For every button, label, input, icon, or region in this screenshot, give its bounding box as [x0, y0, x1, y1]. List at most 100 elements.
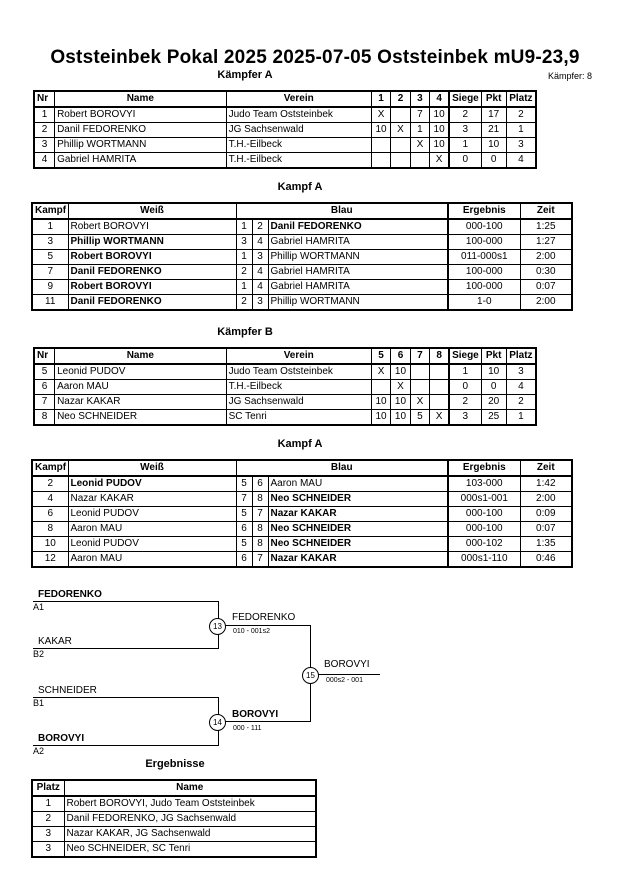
- cell-weiss: Leonid PUDOV: [67, 506, 237, 522]
- bracket-line: [33, 648, 218, 649]
- sf1-bot-seed: B2: [33, 649, 45, 659]
- cell-ergebnis: 000-100: [447, 218, 521, 235]
- cell-pkt: 0: [480, 379, 507, 395]
- col-weiss: Weiß: [67, 202, 237, 220]
- cell-kampf: 10: [31, 536, 69, 552]
- cell-result: 10: [390, 409, 411, 426]
- cell-nr: 1: [33, 106, 56, 123]
- col-verein: Verein: [225, 347, 372, 365]
- cell-name: Robert BOROVYI: [54, 106, 227, 123]
- cell-ergebnis: 000s1-110: [447, 551, 521, 568]
- cell-blau: Phillip WORTMANN: [267, 249, 449, 265]
- cell-blau-nr: 8: [251, 536, 269, 552]
- col-platz: Platz: [505, 90, 537, 108]
- cell-nr: 5: [33, 363, 56, 380]
- cell-ergebnis: 100-000: [447, 234, 521, 250]
- fights-b-title: Kampf A: [277, 438, 323, 450]
- cell-blau-nr: 4: [251, 279, 269, 295]
- cell-zeit: 0:07: [519, 279, 573, 295]
- cell-result: X: [370, 106, 392, 123]
- col-pkt: Pkt: [480, 90, 507, 108]
- cell-blau-nr: 8: [251, 521, 269, 537]
- cell-name: Aaron MAU: [54, 379, 227, 395]
- cell-platz: 3: [505, 137, 537, 153]
- col-verein: Verein: [225, 90, 372, 108]
- cell-weiss-nr: 5: [235, 536, 253, 552]
- cell-platz: 3: [31, 826, 65, 842]
- cell-name: Nazar KAKAR, JG Sachsenwald: [63, 826, 317, 842]
- cell-result: X: [409, 137, 431, 153]
- cell-siege: 3: [448, 409, 482, 426]
- bracket-line: [218, 721, 310, 722]
- cell-name: Leonid PUDOV: [54, 363, 227, 380]
- sf2-winner: BOROVYI: [232, 709, 279, 720]
- col-name: Name: [54, 90, 227, 108]
- cell-weiss: Danil FEDORENKO: [67, 264, 237, 280]
- cell-kampf: 8: [31, 521, 69, 537]
- cell-blau: Neo SCHNEIDER: [267, 491, 449, 507]
- col-blau: Blau: [235, 202, 449, 220]
- final-fight-number: 15: [302, 667, 319, 684]
- cell-pkt: 20: [480, 394, 507, 410]
- cell-result: [409, 152, 431, 169]
- cell-result: 10: [370, 409, 392, 426]
- cell-nr: 2: [33, 122, 56, 138]
- sf2-top-seed: B1: [33, 698, 45, 708]
- cell-result: X: [390, 379, 411, 395]
- cell-weiss-nr: 6: [235, 521, 253, 537]
- cell-verein: JG Sachsenwald: [225, 394, 372, 410]
- cell-weiss: Robert BOROVYI: [67, 279, 237, 295]
- cell-platz: 1: [505, 409, 537, 426]
- cell-blau-nr: 6: [251, 475, 269, 492]
- bracket-line: [218, 625, 310, 626]
- cell-weiss-nr: 2: [235, 294, 253, 311]
- cell-siege: 0: [448, 379, 482, 395]
- cell-result: X: [409, 394, 431, 410]
- sf2-score: 000 - 111: [233, 725, 262, 732]
- cell-kampf: 5: [31, 249, 69, 265]
- col-name: Name: [63, 779, 317, 797]
- cell-ergebnis: 100-000: [447, 279, 521, 295]
- cell-name: Gabriel HAMRITA: [54, 152, 227, 169]
- cell-zeit: 0:09: [519, 506, 573, 522]
- cell-zeit: 0:07: [519, 521, 573, 537]
- cell-platz: 2: [505, 106, 537, 123]
- col-r1: 1: [370, 90, 392, 108]
- col-siege: Siege: [448, 90, 482, 108]
- cell-weiss-nr: 1: [235, 249, 253, 265]
- col-name: Name: [54, 347, 227, 365]
- col-nr: Nr: [33, 90, 56, 108]
- cell-weiss: Leonid PUDOV: [67, 536, 237, 552]
- cell-zeit: 0:46: [519, 551, 573, 568]
- cell-name: Nazar KAKAR: [54, 394, 227, 410]
- cell-result: [429, 379, 450, 395]
- col-r8: 8: [429, 347, 450, 365]
- cell-weiss-nr: 6: [235, 551, 253, 568]
- col-r7: 7: [409, 347, 431, 365]
- sf1-score: 010 - 001s2: [233, 628, 270, 635]
- cell-platz: 4: [505, 379, 537, 395]
- col-r3: 3: [409, 90, 431, 108]
- cell-verein: T.H.-Eilbeck: [225, 152, 372, 169]
- cell-weiss: Robert BOROVYI: [67, 218, 237, 235]
- cell-ergebnis: 011-000s1: [447, 249, 521, 265]
- cell-weiss: Aaron MAU: [67, 521, 237, 537]
- cell-verein: T.H.-Eilbeck: [225, 379, 372, 395]
- cell-result: X: [429, 152, 450, 169]
- cell-zeit: 2:00: [519, 294, 573, 311]
- cell-blau: Aaron MAU: [267, 475, 449, 492]
- cell-kampf: 6: [31, 506, 69, 522]
- cell-verein: Judo Team Oststeinbek: [225, 106, 372, 123]
- cell-blau: Nazar KAKAR: [267, 506, 449, 522]
- page-title: Oststeinbek Pokal 2025 2025-07-05 Ostste…: [50, 47, 580, 68]
- cell-result: X: [390, 122, 411, 138]
- cell-nr: 7: [33, 394, 56, 410]
- cell-result: [370, 137, 392, 153]
- cell-kampf: 4: [31, 491, 69, 507]
- cell-siege: 2: [448, 394, 482, 410]
- col-ergebnis: Ergebnis: [447, 202, 521, 220]
